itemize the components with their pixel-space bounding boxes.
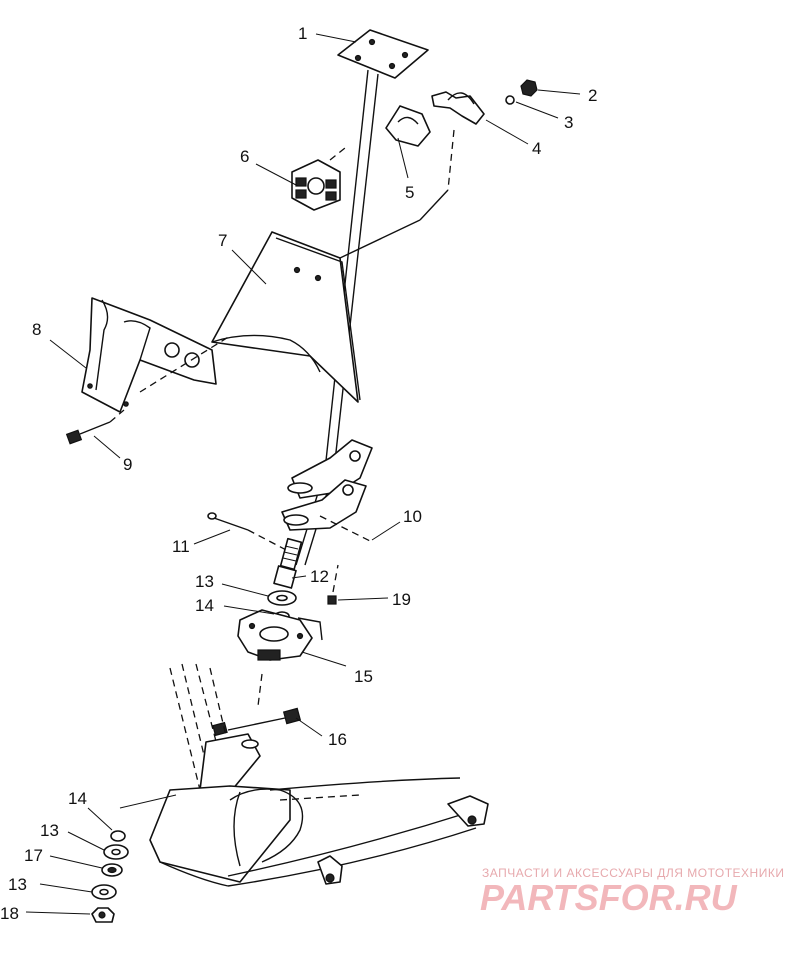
callout-2: 2: [588, 86, 597, 105]
callout-14-lower: 14: [68, 789, 87, 808]
lower-washer-part: [103, 844, 129, 860]
support-bracket-part: [81, 297, 231, 413]
callout-13-upper: 13: [195, 572, 214, 591]
callout-11: 11: [172, 537, 190, 556]
callout-17: 17: [24, 846, 43, 865]
lower-lockwasher-part: [101, 863, 123, 877]
callout-8: 8: [32, 320, 41, 339]
watermark-logo: PARTSFOR.RU: [480, 877, 738, 918]
callout-19: 19: [392, 590, 411, 609]
long-bolt-part: [65, 409, 125, 445]
lower-washer-2-part: [91, 884, 117, 900]
nut-part: [520, 79, 538, 97]
mounting-plate-part: [211, 189, 449, 403]
callout-13-lower-2: 13: [8, 875, 27, 894]
lower-bolt-part: [212, 673, 302, 737]
watermark-tagline: ЗАПЧАСТИ И АКСЕССУАРЫ ДЛЯ МОТОТЕХНИКИ: [482, 866, 784, 880]
callout-16: 16: [328, 730, 347, 749]
callout-12: 12: [310, 567, 329, 586]
callout-14-upper: 14: [195, 596, 214, 615]
cotter-pin-part: [207, 512, 291, 553]
clamp-part: [431, 91, 485, 191]
callout-9: 9: [123, 455, 132, 474]
lower-nut-part: [91, 907, 115, 923]
watermark: ЗАПЧАСТИ И АКСЕССУАРЫ ДЛЯ МОТОТЕХНИКИ PA…: [480, 866, 784, 918]
callout-numbers: 1 2 3 4 5 6 7 8 9 10 11 12 13 14 15 16 1…: [0, 24, 597, 923]
chassis-frame-part: [119, 663, 489, 887]
bracket-part: [385, 105, 431, 147]
callout-1: 1: [298, 24, 307, 43]
shaft-end-part: [273, 537, 303, 589]
callout-4: 4: [532, 139, 541, 158]
callout-7: 7: [218, 231, 227, 250]
bearing-housing-part: [237, 609, 323, 661]
callout-18: 18: [0, 904, 19, 923]
lower-oring-part: [110, 830, 126, 842]
block-part: [291, 147, 346, 211]
flange-plate-part: [281, 439, 373, 543]
callout-15: 15: [354, 667, 373, 686]
callout-13-lower-1: 13: [40, 821, 59, 840]
washer-part: [505, 95, 515, 105]
callout-10: 10: [403, 507, 422, 526]
small-screw-part: [327, 564, 339, 605]
upper-washer-part: [267, 590, 297, 606]
leader-lines: [25, 33, 581, 915]
callout-6: 6: [240, 147, 249, 166]
callout-3: 3: [564, 113, 573, 132]
callout-5: 5: [405, 183, 414, 202]
